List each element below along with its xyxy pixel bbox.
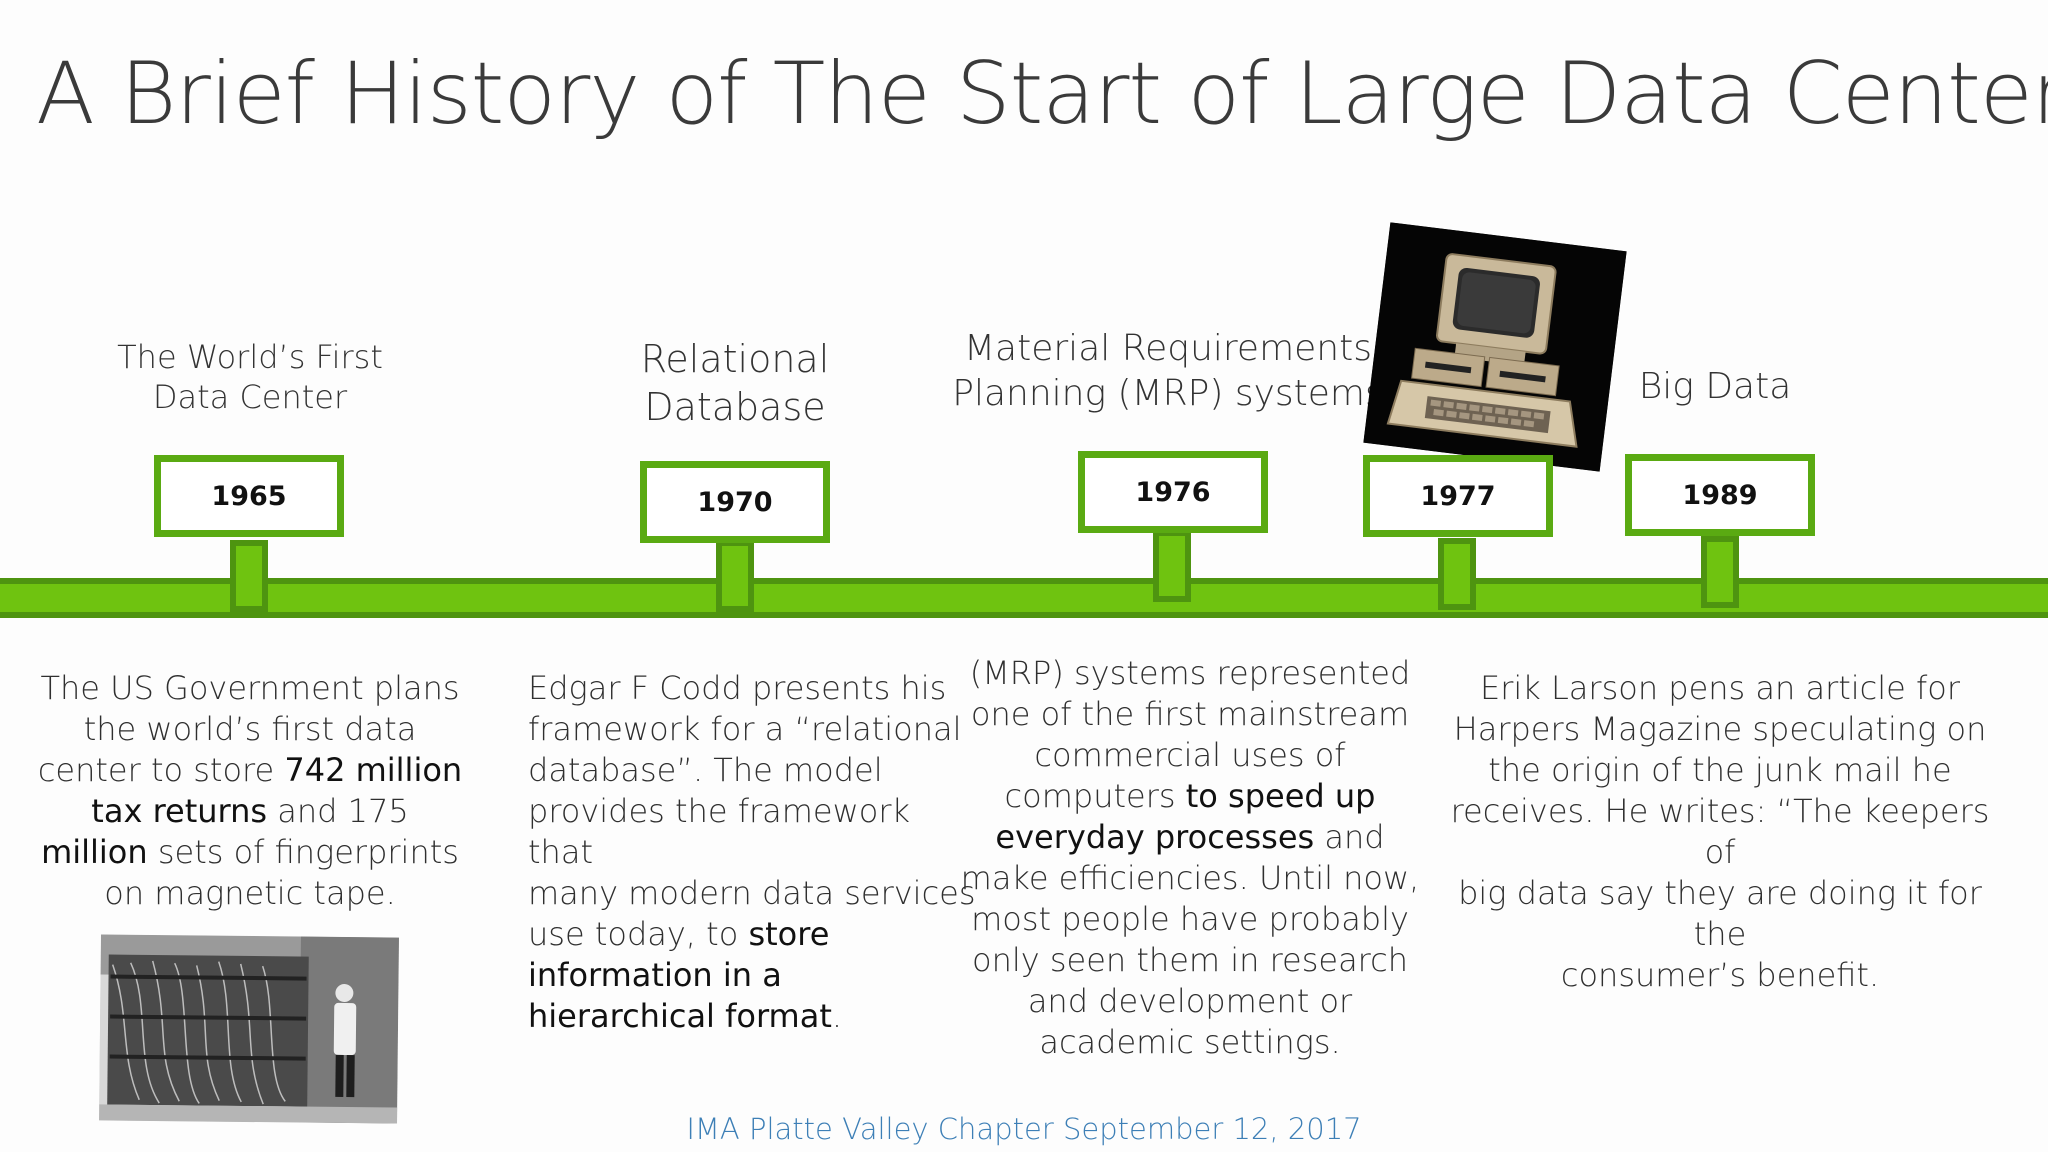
- event-heading-line: Relational: [640, 337, 830, 381]
- description-line: computers to speed up: [960, 776, 1420, 817]
- description-text: use today, to: [528, 915, 749, 953]
- description-text: Harpers Magazine speculating on: [1453, 710, 1987, 748]
- description-line: everyday processes and: [960, 817, 1420, 858]
- year-box-1989[interactable]: 1989: [1625, 454, 1815, 536]
- description-line: center to store 742 million: [20, 750, 480, 791]
- description-line: use today, to store: [528, 914, 978, 955]
- description-emphasis: 742 million: [284, 751, 463, 789]
- description-line: many modern data services: [528, 873, 978, 914]
- timeline-stem-1976: [1153, 530, 1191, 602]
- year-box-1965[interactable]: 1965: [154, 455, 344, 537]
- timeline-stem-1989: [1701, 536, 1739, 608]
- timeline-stem-1970: [716, 540, 754, 612]
- apple-ii-illustration: [1363, 222, 1627, 472]
- description-text: and development or: [1027, 982, 1353, 1020]
- event-heading-line: Big Data: [1638, 366, 1792, 407]
- apple-computer-photo: [1363, 222, 1627, 472]
- description-line: (MRP) systems represented: [960, 653, 1420, 694]
- slide-title: A Brief History of The Start of Large Da…: [36, 44, 2048, 144]
- description-line: most people have probably: [960, 899, 1420, 940]
- description-text: on magnetic tape.: [104, 874, 396, 912]
- description-emphasis: store: [748, 915, 830, 953]
- description-text: Edgar F Codd presents his: [528, 669, 947, 707]
- year-box-1970[interactable]: 1970: [640, 461, 830, 543]
- description-text: commercial uses of: [1034, 736, 1346, 774]
- description-text: and 175: [267, 792, 409, 830]
- event-heading-1989: Big Data: [1560, 364, 1870, 409]
- description-line: big data say they are doing it for the: [1440, 873, 2000, 955]
- description-line: framework for a “relational: [528, 709, 978, 750]
- description-emphasis: everyday processes: [995, 818, 1315, 856]
- description-text: sets of fingerprints: [147, 833, 459, 871]
- data-center-illustration: [99, 934, 399, 1124]
- year-box-1976[interactable]: 1976: [1078, 451, 1268, 533]
- description-emphasis: hierarchical format: [528, 997, 832, 1035]
- description-line: on magnetic tape.: [20, 873, 480, 914]
- description-text: (MRP) systems represented: [969, 654, 1411, 692]
- description-text: framework for a “relational: [528, 710, 962, 748]
- timeline-stem-1965: [230, 540, 268, 612]
- event-heading-line: Data Center: [152, 378, 348, 416]
- description-line: only seen them in research: [960, 940, 1420, 981]
- description-line: the world’s first data: [20, 709, 480, 750]
- description-line: receives. He writes: “The keepers of: [1440, 791, 2000, 873]
- footer-credit: IMA Platte Valley Chapter September 12, …: [686, 1112, 1362, 1146]
- description-text: one of the first mainstream: [970, 695, 1410, 733]
- timeline-stem-1977: [1438, 538, 1476, 610]
- description-text: database”. The model: [528, 751, 883, 789]
- description-line: hierarchical format.: [528, 996, 978, 1037]
- event-heading-line: Material Requirements: [964, 328, 1372, 369]
- description-text: .: [831, 997, 843, 1035]
- description-emphasis: million: [41, 833, 148, 871]
- timeline-bar: [0, 578, 2048, 618]
- event-heading-line: Database: [644, 384, 826, 429]
- description-emphasis: tax returns: [91, 792, 268, 830]
- description-line: tax returns and 175: [20, 791, 480, 832]
- event-heading-line: Planning (MRP) systems: [952, 373, 1384, 414]
- description-line: database”. The model: [528, 750, 978, 791]
- description-line: academic settings.: [960, 1022, 1420, 1063]
- description-text: big data say they are doing it for the: [1458, 874, 1982, 953]
- description-text: The US Government plans: [40, 669, 460, 707]
- description-line: make efficiencies. Until now,: [960, 858, 1420, 899]
- description-text: only seen them in research: [972, 941, 1408, 979]
- description-text: and: [1314, 818, 1385, 856]
- description-line: Erik Larson pens an article for: [1440, 668, 2000, 709]
- description-text: the world’s first data: [83, 710, 417, 748]
- description-text: most people have probably: [971, 900, 1409, 938]
- description-emphasis: to speed up: [1185, 777, 1376, 815]
- description-line: million sets of fingerprints: [20, 832, 480, 873]
- description-line: and development or: [960, 981, 1420, 1022]
- year-box-1977[interactable]: 1977: [1363, 455, 1553, 537]
- description-line: The US Government plans: [20, 668, 480, 709]
- description-text: academic settings.: [1039, 1023, 1341, 1061]
- description-text: Erik Larson pens an article for: [1480, 669, 1960, 707]
- description-text: make efficiencies. Until now,: [960, 859, 1420, 897]
- description-text: the origin of the junk mail he: [1488, 751, 1952, 789]
- description-line: Harpers Magazine speculating on: [1440, 709, 2000, 750]
- description-line: information in a: [528, 955, 978, 996]
- event-heading-1976: Material Requirements Planning (MRP) sys…: [940, 326, 1396, 416]
- event-heading-1970: Relational Database: [580, 336, 890, 431]
- description-line: provides the framework that: [528, 791, 978, 873]
- description-emphasis: information in a: [528, 956, 782, 994]
- description-text: receives. He writes: “The keepers of: [1450, 792, 1990, 871]
- description-text: center to store: [37, 751, 285, 789]
- event-heading-line: The World’s First: [117, 338, 383, 376]
- description-line: consumer’s benefit.: [1440, 955, 2000, 996]
- early-data-center-photo: [99, 934, 399, 1124]
- description-line: Edgar F Codd presents his: [528, 668, 978, 709]
- description-text: consumer’s benefit.: [1560, 956, 1880, 994]
- description-text: computers: [1004, 777, 1186, 815]
- description-line: the origin of the junk mail he: [1440, 750, 2000, 791]
- description-line: commercial uses of: [960, 735, 1420, 776]
- description-text: many modern data services: [528, 874, 976, 912]
- description-line: one of the first mainstream: [960, 694, 1420, 735]
- event-heading-1965: The World’s First Data Center: [110, 337, 390, 417]
- description-text: provides the framework that: [528, 792, 911, 871]
